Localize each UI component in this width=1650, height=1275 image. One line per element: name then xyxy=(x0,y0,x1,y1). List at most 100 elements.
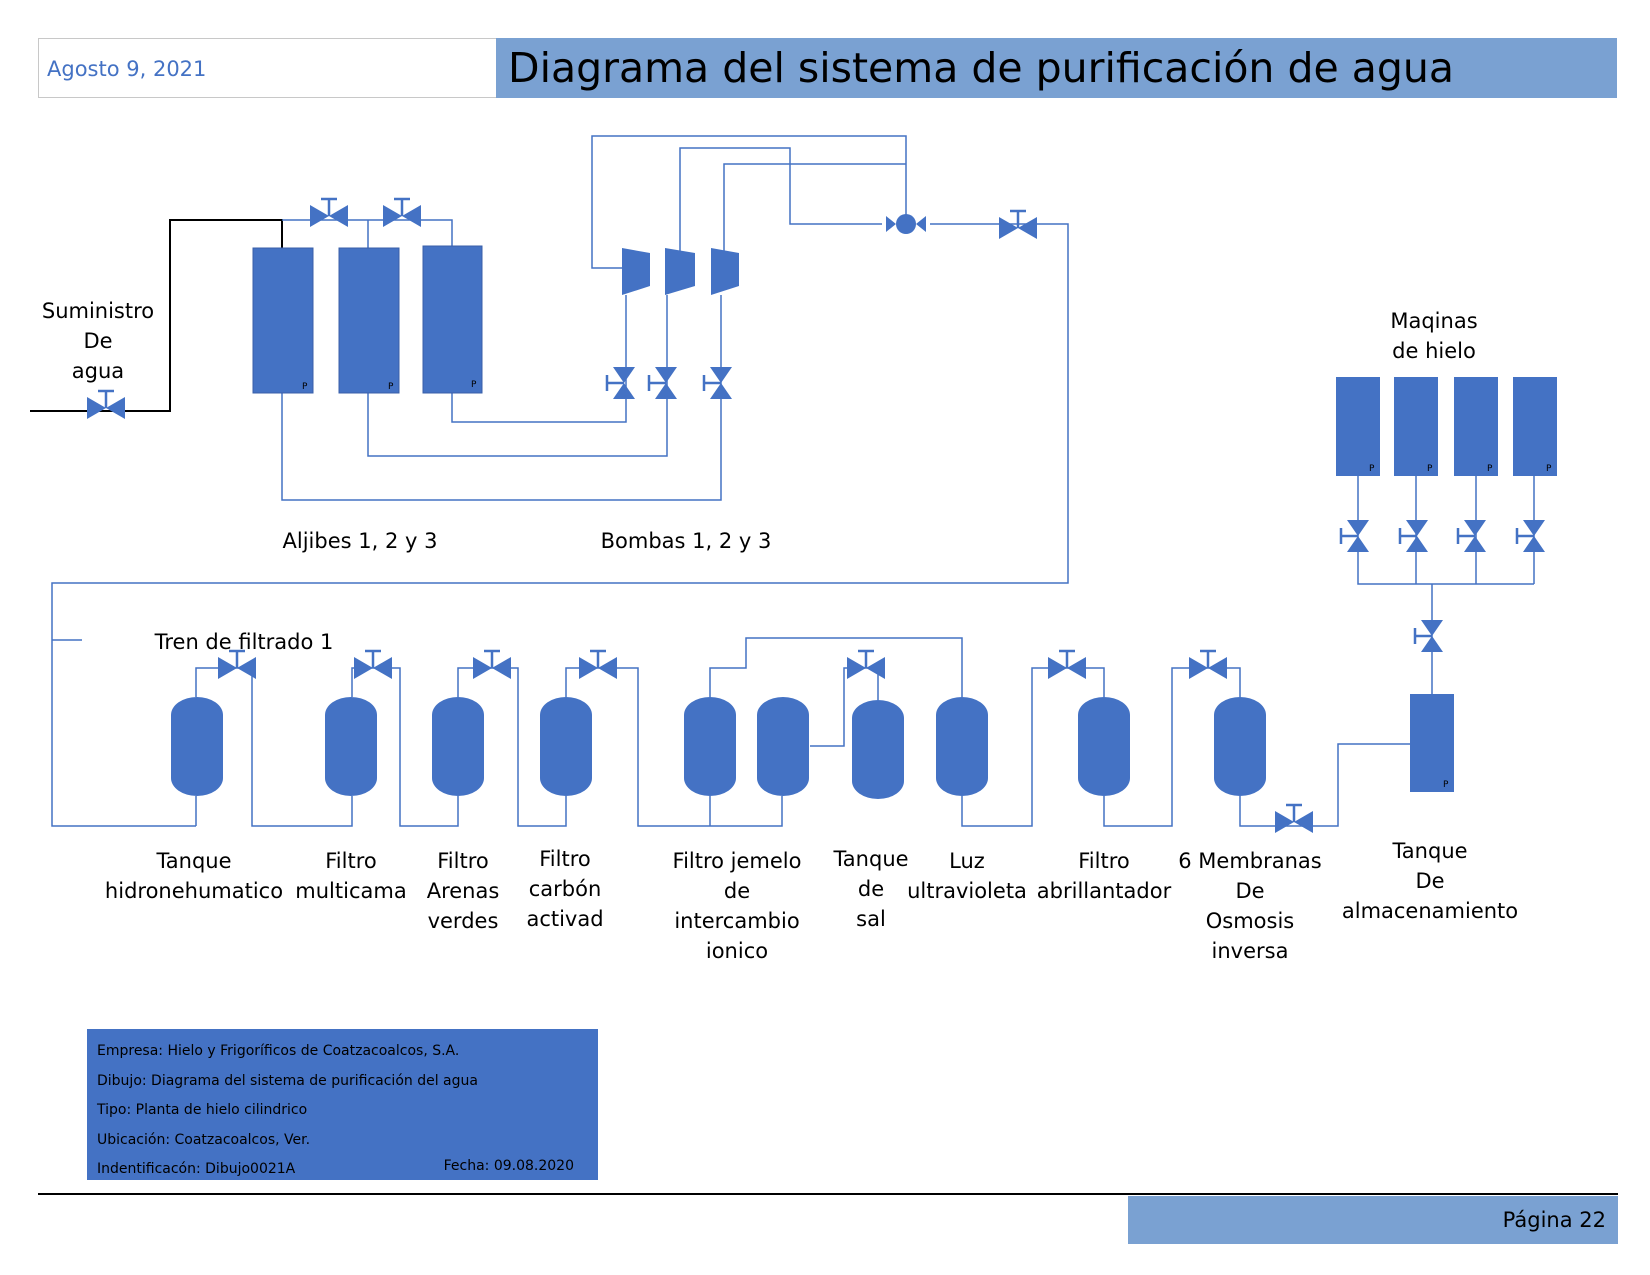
storage-riser xyxy=(1357,471,1535,694)
tank-marker-4: P xyxy=(1369,464,1375,474)
pump-outlet-3 xyxy=(723,163,906,262)
tank-marker-6: P xyxy=(1487,464,1493,474)
drawing-info-box: Empresa: Hielo y Frigoríficos de Coatzac… xyxy=(87,1029,598,1180)
valve-icon xyxy=(1398,520,1428,552)
tank-marker-2: P xyxy=(388,382,394,392)
cistern-2 xyxy=(338,247,400,394)
valve-icon xyxy=(383,197,421,227)
header-date: Agosto 9, 2021 xyxy=(38,38,496,98)
vessel-abrillantador xyxy=(1078,697,1130,796)
tank-marker-8: P xyxy=(1443,780,1449,790)
vessel-arenas xyxy=(432,697,484,796)
valve-icon xyxy=(1456,520,1486,552)
pumps xyxy=(622,248,739,295)
valve-icon xyxy=(473,649,511,679)
valve-icon xyxy=(218,649,256,679)
tank-markers: P P P P P P P P xyxy=(302,380,1552,790)
valves xyxy=(87,197,1545,833)
pump-outlet-1 xyxy=(591,135,907,269)
valve-icon xyxy=(847,649,885,679)
train-pipe-7 xyxy=(961,667,1105,827)
info-identificacion: Indentificacón: Dibujo0021A xyxy=(97,1161,296,1177)
train-pipe-4 xyxy=(565,667,783,827)
page-title: Diagrama del sistema de purificación de … xyxy=(496,38,1617,98)
main-line xyxy=(51,223,1069,827)
pump-2 xyxy=(665,248,695,295)
cistern-top-pipe xyxy=(282,219,453,248)
valve-icon xyxy=(87,389,125,419)
valve-icon xyxy=(1275,803,1313,833)
cisterns-label: Aljibes 1, 2 y 3 xyxy=(282,529,438,553)
info-ubicacion: Ubicación: Coatzacoalcos, Ver. xyxy=(97,1131,311,1148)
valve-icon xyxy=(999,209,1037,239)
info-empresa: Empresa: Hielo y Frigoríficos de Coatzac… xyxy=(97,1043,460,1059)
info-dibujo: Dibujo: Diagrama del sistema de purifica… xyxy=(97,1072,478,1089)
info-fecha: Fecha: 09.08.2020 xyxy=(443,1158,574,1174)
pumps-label: Bombas 1, 2 y 3 xyxy=(600,529,772,553)
vessel-uv xyxy=(936,697,988,796)
vessel-carbon xyxy=(540,697,592,796)
valve-icon xyxy=(1413,620,1443,652)
ice-machine-4 xyxy=(1513,377,1557,476)
filter-train-label: Tren de filtrado 1 xyxy=(154,630,334,654)
storage-tank xyxy=(1410,694,1454,792)
valve-icon xyxy=(1048,649,1086,679)
vessel-multicama xyxy=(325,697,377,796)
valve-icon xyxy=(354,649,392,679)
ice-machine-2 xyxy=(1394,377,1438,476)
train-pipe-6 xyxy=(810,667,879,747)
valve-icon xyxy=(1339,520,1369,552)
vessel-tanque xyxy=(171,697,223,796)
tank-marker-1: P xyxy=(302,382,308,392)
train-pipe-8 xyxy=(1103,667,1241,827)
train-pipe-5 xyxy=(709,637,963,826)
pump-1 xyxy=(622,248,650,295)
valve-icon xyxy=(605,367,635,399)
valve-icon xyxy=(1189,649,1227,679)
pump-3 xyxy=(711,248,739,295)
ice-machine-3 xyxy=(1454,377,1498,476)
valve-icon xyxy=(310,197,348,227)
vessel-membranas xyxy=(1214,697,1266,796)
valve-icon xyxy=(702,367,732,399)
valve-icon xyxy=(647,367,677,399)
pump-outlet-2 xyxy=(679,147,882,262)
tank-marker-3: P xyxy=(471,380,477,390)
info-tipo: Tipo: Planta de hielo cilindrico xyxy=(97,1102,308,1118)
cistern-3 xyxy=(422,245,483,394)
tank-marker-7: P xyxy=(1546,464,1552,474)
vessel-sal xyxy=(852,700,904,799)
train-vessels xyxy=(171,697,1266,799)
vessel-jemelo-2 xyxy=(757,697,809,796)
train-pipe-2 xyxy=(351,667,459,827)
check-valve xyxy=(886,214,926,234)
valve-icon xyxy=(579,649,617,679)
footer-rule xyxy=(38,1193,1618,1195)
valve-icon xyxy=(1515,520,1545,552)
cisterns xyxy=(252,245,483,394)
cistern-pump-pipe-2 xyxy=(367,392,668,457)
cistern-pump-pipe-1 xyxy=(281,392,722,501)
vessel-jemelo-1 xyxy=(684,697,736,796)
train-pipe-9 xyxy=(1239,743,1410,827)
page-number: Página 22 xyxy=(1128,1196,1618,1244)
cistern-1 xyxy=(252,247,314,394)
tank-marker-5: P xyxy=(1427,464,1433,474)
ice-machines xyxy=(1336,377,1557,476)
cistern-pump-pipe-3 xyxy=(451,392,627,423)
train-pipe-3 xyxy=(457,667,567,827)
ice-machine-1 xyxy=(1336,377,1380,476)
